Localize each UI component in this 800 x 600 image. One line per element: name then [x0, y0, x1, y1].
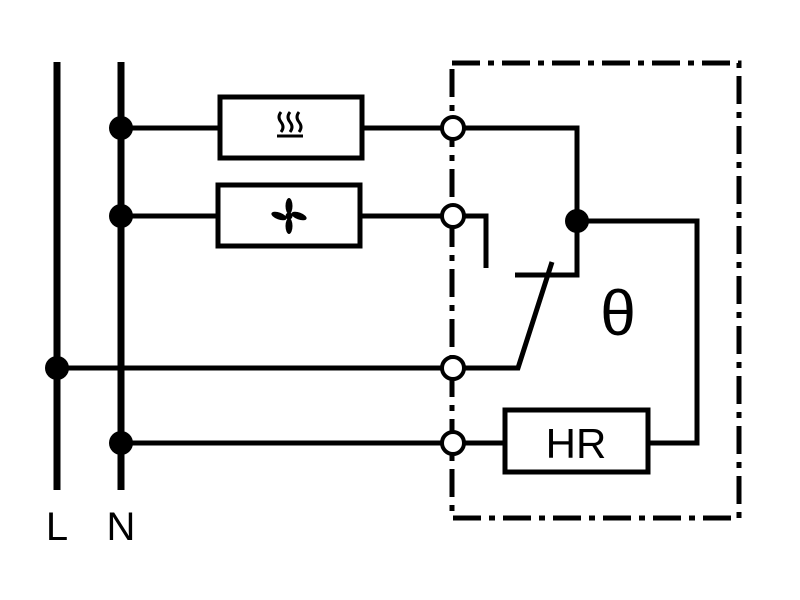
wire-common-hr	[577, 218, 700, 446]
junction-node	[109, 431, 133, 455]
fan-icon	[271, 198, 307, 234]
bus-label-n: N	[107, 505, 136, 549]
heater-resistor-box	[502, 407, 651, 475]
junction-node	[45, 356, 69, 380]
thermostat-enclosure	[449, 60, 742, 521]
terminal	[440, 355, 466, 381]
terminal	[440, 430, 466, 456]
junction-node	[109, 116, 133, 140]
wire-switch-lever	[453, 261, 555, 371]
thermostat-symbol: θ	[600, 277, 636, 349]
heater-resistor-label: HR	[546, 420, 607, 467]
heating-element-icon	[277, 111, 303, 138]
terminal	[440, 115, 466, 141]
bus-label-l: L	[46, 505, 68, 549]
junction-node	[109, 204, 133, 228]
terminal	[440, 203, 466, 229]
common-node	[565, 209, 589, 233]
wire-heater-contact	[453, 125, 580, 278]
